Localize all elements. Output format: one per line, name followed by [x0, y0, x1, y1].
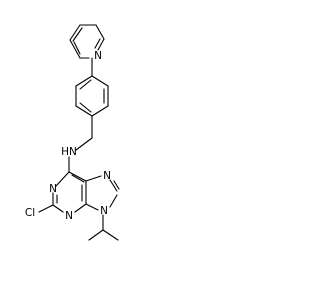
atom-n-pyrimidine-upper: N: [49, 183, 57, 195]
pyridine-ring: [69, 24, 105, 59]
nh-bond: [75, 137, 93, 151]
benzene-ring: [75, 75, 109, 117]
atom-n-imidazole: N: [103, 170, 111, 182]
atom-n-pyrimidine-lower: N: [65, 210, 73, 222]
structure-svg: N HN N N Cl N N: [25, 24, 120, 241]
chemical-structure: N HN N N Cl N N: [25, 24, 120, 241]
atom-n9: N: [100, 205, 108, 217]
isopropyl-group: [88, 214, 119, 241]
chloro-bond: [38, 204, 54, 213]
atom-nh: HN: [61, 146, 77, 158]
imidazole-ring: [85, 175, 120, 211]
atom-n-pyridine: N: [94, 50, 102, 62]
pyrimidine-ring: [52, 171, 87, 213]
atom-cl: Cl: [25, 207, 35, 219]
